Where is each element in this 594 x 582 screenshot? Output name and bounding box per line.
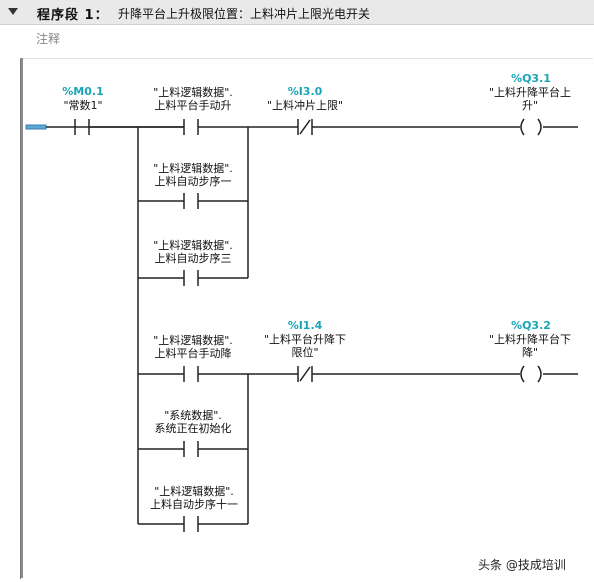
coil-q3-2[interactable] bbox=[520, 365, 542, 383]
label-i1-4-2: 限位" bbox=[291, 346, 319, 359]
label-manual-down-2: 上料平台手动降 bbox=[154, 347, 232, 360]
contact-manual-up[interactable] bbox=[183, 119, 199, 135]
segment-label: 程序段 1： bbox=[37, 8, 109, 23]
label-auto-step3-2: 上料自动步序三 bbox=[154, 252, 232, 265]
nc-contact-i1-4[interactable] bbox=[297, 366, 313, 382]
label-auto-step1-1: "上料逻辑数据". bbox=[153, 162, 233, 175]
label-sys-init-2: 系统正在初始化 bbox=[154, 422, 232, 435]
coil-q3-1[interactable] bbox=[520, 118, 542, 136]
label-auto-step11-2: 上料自动步序十一 bbox=[150, 498, 238, 511]
segment-header: 程序段 1： 升降平台上升极限位置：上料冲片上限光电开关 bbox=[0, 0, 594, 25]
label-q3-2-1: "上料升降平台下 bbox=[488, 333, 572, 346]
label-q3-1-2: 升" bbox=[521, 99, 539, 112]
collapse-triangle-icon[interactable] bbox=[8, 8, 18, 15]
contact-auto-step3[interactable] bbox=[183, 270, 199, 286]
nc-contact-i3-0[interactable] bbox=[297, 119, 313, 135]
label-manual-up-2: 上料平台手动升 bbox=[154, 99, 232, 112]
contact-manual-down[interactable] bbox=[183, 366, 199, 382]
address-i3-0: %I3.0 bbox=[287, 85, 323, 98]
ladder-area bbox=[20, 58, 593, 579]
label-q3-1-1: "上料升降平台上 bbox=[488, 86, 572, 99]
label-auto-step11-1: "上料逻辑数据". bbox=[154, 485, 234, 498]
label-sys-init-1: "系统数据". bbox=[164, 409, 222, 422]
contact-sys-init[interactable] bbox=[183, 441, 199, 457]
watermark: 头条 @技成培训 bbox=[478, 558, 566, 572]
address-i1-4: %I1.4 bbox=[287, 319, 323, 332]
comment-placeholder: 注释 bbox=[36, 32, 61, 46]
address-q3-1: %Q3.1 bbox=[511, 72, 551, 85]
contact-auto-step1[interactable] bbox=[183, 193, 199, 209]
label-manual-up-1: "上料逻辑数据". bbox=[153, 86, 233, 99]
rung-start-marker bbox=[25, 124, 47, 130]
label-i1-4-1: "上料平台升降下 bbox=[263, 333, 347, 346]
label-i3-0: "上料冲片上限" bbox=[266, 99, 344, 112]
label-manual-down-1: "上料逻辑数据". bbox=[153, 334, 233, 347]
label-auto-step1-2: 上料自动步序一 bbox=[154, 175, 232, 188]
segment-title[interactable]: 升降平台上升极限位置：上料冲片上限光电开关 bbox=[118, 7, 371, 21]
label-auto-step3-1: "上料逻辑数据". bbox=[153, 239, 233, 252]
contact-auto-step11[interactable] bbox=[183, 516, 199, 532]
label-m0-1: "常数1" bbox=[63, 99, 103, 112]
address-q3-2: %Q3.2 bbox=[511, 319, 551, 332]
label-q3-2-2: 降" bbox=[521, 346, 539, 359]
address-m0-1: %M0.1 bbox=[62, 85, 104, 98]
